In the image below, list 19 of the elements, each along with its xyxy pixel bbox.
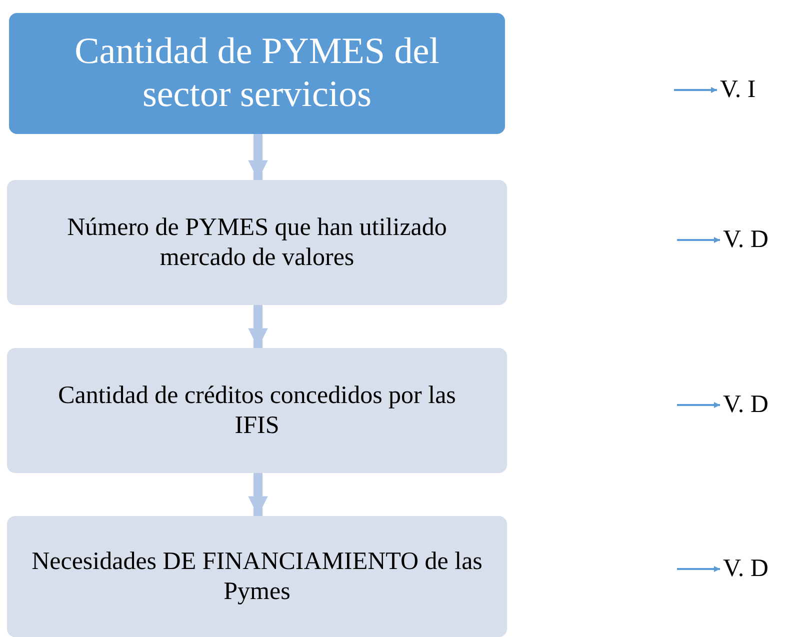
box-text: Cantidad de créditos concedidos por las IFIS (57, 380, 457, 440)
arrow (677, 402, 720, 408)
arrow (248, 473, 268, 516)
arrow (677, 237, 720, 243)
process-box (7, 516, 507, 637)
box-text: Cantidad de PYMES del sector servicios (74, 30, 440, 116)
variable-label: V. D (723, 391, 768, 419)
box-text: Necesidades DE FINANCIAMIENTO de las Pymes (30, 546, 484, 606)
variable-label: V. D (723, 555, 768, 583)
variable-label: V. I (720, 76, 756, 104)
process-box (7, 348, 507, 473)
arrow (248, 134, 268, 180)
box-text: Número de PYMES que han utilizado mercado de valores (67, 212, 447, 272)
process-box (7, 180, 507, 305)
process-box (9, 13, 505, 134)
arrow (677, 566, 720, 572)
variable-label: V. D (723, 226, 768, 254)
arrow (674, 87, 717, 93)
arrow (248, 305, 268, 348)
